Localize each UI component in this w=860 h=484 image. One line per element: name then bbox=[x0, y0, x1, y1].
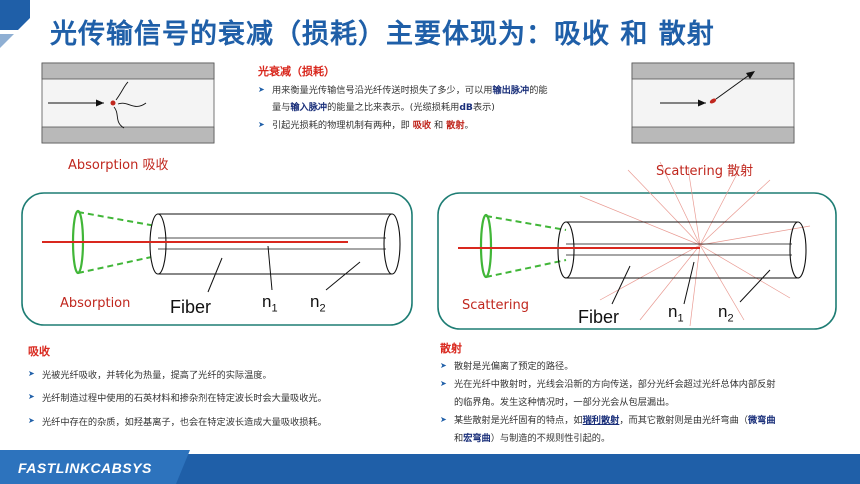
scattering-item: 光在光纤中散射时，光线会沿新的方向传送，部分光纤会超过光纤总体内部反射 的临界角… bbox=[440, 376, 854, 412]
attenuation-list: 用来衡量光传输信号沿光纤传送时损失了多少，可以用输出脉冲的能 量与输入脉冲的能量… bbox=[258, 82, 608, 134]
attenuation-item: 用来衡量光传输信号沿光纤传送时损失了多少，可以用输出脉冲的能 量与输入脉冲的能量… bbox=[258, 82, 608, 117]
absorption-item: 光纤中存在的杂质，如羟基离子，也会在特定波长造成大量吸收损耗。 bbox=[28, 411, 428, 434]
macrobend-term: 宏弯曲 bbox=[463, 432, 491, 444]
footer-brand: FASTLINKCABSYS bbox=[18, 460, 152, 476]
absorption-panel bbox=[21, 192, 413, 326]
footer-band bbox=[0, 450, 860, 484]
attenuation-text: 表示) bbox=[472, 102, 495, 114]
scattering-text: 某些散射是光纤固有的特点，如 bbox=[454, 414, 583, 426]
n1-label: n1 bbox=[668, 302, 684, 325]
title-bar: 光传输信号的衰减（损耗）主要体现为：吸收 和 散射 bbox=[0, 0, 860, 56]
absorption-list: 光被光纤吸收，并转化为热量，提高了光纤的实际温度。 光纤制造过程中使用的石英材料… bbox=[28, 364, 428, 434]
scattering-text: ，而其它散射则是由光纤弯曲（ bbox=[619, 414, 748, 426]
scattering-text: 和 bbox=[454, 432, 464, 444]
microbend-term: 微弯曲 bbox=[748, 414, 776, 426]
scattering-item: 某些散射是光纤固有的特点，如瑞利散射，而其它散射则是由光纤弯曲（微弯曲 和宏弯曲… bbox=[440, 412, 854, 448]
attenuation-text: 用来衡量光传输信号沿光纤传送时损失了多少，可以用 bbox=[272, 85, 493, 96]
attenuation-text: 。 bbox=[464, 119, 474, 131]
scattering-term: 散射 bbox=[446, 119, 465, 131]
title-decoration-icon bbox=[0, 0, 30, 48]
n1-label: n1 bbox=[262, 292, 278, 315]
n2-label: n2 bbox=[718, 302, 734, 325]
absorption-term: 吸收 bbox=[412, 119, 432, 131]
absorption-label: Absorption bbox=[60, 296, 131, 311]
absorption-caption: Absorption 吸收 bbox=[68, 158, 169, 173]
db-unit: dB bbox=[459, 102, 473, 114]
input-pulse-term: 输入脉冲 bbox=[290, 102, 328, 114]
scattering-panel bbox=[437, 161, 837, 330]
n2-label: n2 bbox=[310, 292, 326, 315]
scattering-text: 光在光纤中散射时，光线会沿新的方向传送，部分光纤会超过光纤总体内部反射 bbox=[454, 378, 776, 390]
attenuation-text: 的能量之比来表示。(光缆损耗用 bbox=[327, 102, 460, 114]
scattering-list: 散射是光偏离了预定的路径。 光在光纤中散射时，光线会沿新的方向传送，部分光纤会超… bbox=[440, 358, 854, 448]
attenuation-text: 和 bbox=[434, 119, 444, 131]
fiber-label: Fiber bbox=[578, 307, 620, 327]
scattering-caption: Scattering 散射 bbox=[656, 164, 754, 179]
output-pulse-term: 输出脉冲 bbox=[492, 85, 530, 96]
scattering-text: 的临界角。发生这种情况时，一部分光会从包层漏出。 bbox=[454, 396, 675, 408]
attenuation-text: 量与 bbox=[272, 102, 291, 114]
absorption-schematic bbox=[41, 62, 215, 144]
attenuation-text: 引起光损耗的物理机制有两种，即 bbox=[272, 119, 410, 131]
scattering-section-heading: 散射 bbox=[440, 342, 462, 355]
scattering-label: Scattering bbox=[462, 298, 530, 313]
attenuation-heading: 光衰减（损耗） bbox=[258, 65, 335, 78]
scattering-schematic bbox=[631, 62, 795, 144]
scattering-text: ）与制造的不规则性引起的。 bbox=[490, 432, 611, 444]
absorption-item: 光被光纤吸收，并转化为热量，提高了光纤的实际温度。 bbox=[28, 364, 428, 387]
attenuation-text: 的能 bbox=[529, 85, 548, 96]
fiber-label: Fiber bbox=[170, 297, 212, 317]
absorption-item: 光纤制造过程中使用的石英材料和掺杂剂在特定波长时会大量吸收光。 bbox=[28, 387, 428, 410]
scattering-item: 散射是光偏离了预定的路径。 bbox=[440, 358, 854, 376]
page-title: 光传输信号的衰减（损耗）主要体现为：吸收 和 散射 bbox=[50, 19, 715, 50]
rayleigh-term: 瑞利散射 bbox=[582, 414, 620, 426]
attenuation-item: 引起光损耗的物理机制有两种，即 吸收 和 散射。 bbox=[258, 117, 608, 134]
absorption-section-heading: 吸收 bbox=[28, 345, 50, 358]
